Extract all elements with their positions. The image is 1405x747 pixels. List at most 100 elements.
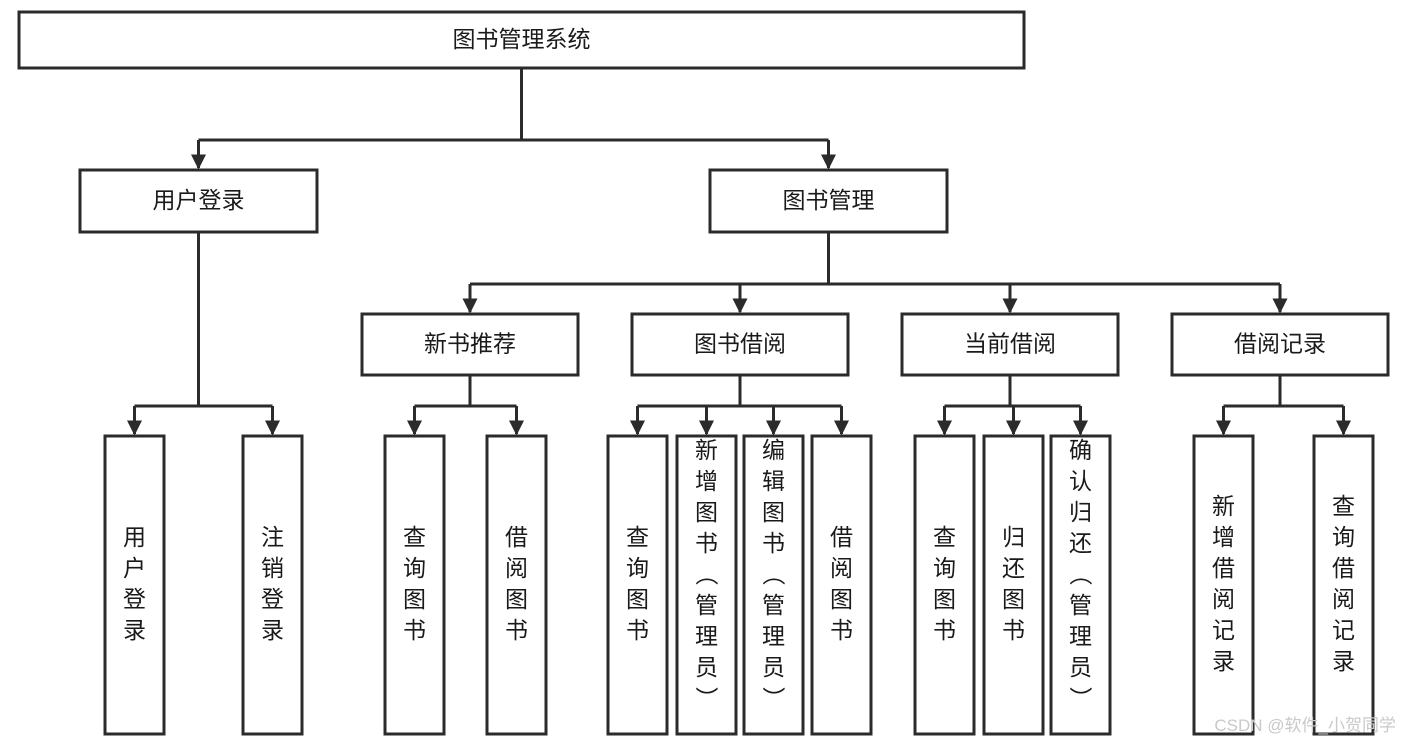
node-current-borrow[interactable]: 当前借阅 <box>900 312 1120 377</box>
leaf-box-leaf-borrow-book-2 <box>810 434 873 736</box>
leaf-char: ） <box>761 687 787 710</box>
edge-group-book-borrow <box>630 375 849 436</box>
node-box-new-book-recommend <box>360 312 580 377</box>
node-box-current-borrow <box>900 312 1120 377</box>
leaf-char: 借 <box>1212 555 1235 581</box>
leaf-char: 查 <box>933 524 956 550</box>
node-label-book-manage: 图书管理 <box>783 187 875 213</box>
leaf-char: 增 <box>1212 524 1235 550</box>
leaf-char: 询 <box>403 555 426 581</box>
leaf-char: 录 <box>1332 648 1355 674</box>
leaf-char: 增 <box>695 468 718 494</box>
edge-group-root <box>191 68 836 170</box>
leaf-char: 书 <box>933 617 956 643</box>
leaf-char: 确 <box>1069 437 1092 463</box>
leaf-node-leaf-user-login[interactable]: 用户登录 <box>103 434 166 736</box>
leaf-char: 阅 <box>1332 586 1355 612</box>
leaf-char: 编 <box>762 437 785 463</box>
leaf-char: 录 <box>123 617 146 643</box>
leaf-box-leaf-query-record <box>1312 434 1375 736</box>
leaf-char: 用 <box>123 524 146 550</box>
leaf-char: 书 <box>1002 617 1025 643</box>
node-book-borrow[interactable]: 图书借阅 <box>630 312 850 377</box>
leaf-char: 借 <box>1332 555 1355 581</box>
leaf-char: 借 <box>830 524 853 550</box>
node-box-borrow-record <box>1170 312 1390 377</box>
node-label-current-borrow: 当前借阅 <box>964 331 1056 357</box>
edge-group-book-manage <box>462 232 1288 314</box>
leaf-char: 新 <box>695 437 718 463</box>
node-label-book-borrow: 图书借阅 <box>694 331 786 357</box>
leaf-char: （ <box>1068 563 1094 586</box>
node-label-new-book-recommend: 新书推荐 <box>424 331 516 357</box>
node-root[interactable]: 图书管理系统 <box>17 10 1026 70</box>
leaf-char: 阅 <box>505 555 528 581</box>
leaf-char: 认 <box>1069 468 1092 494</box>
csdn-watermark: CSDN @软件_小贺同学 <box>1214 716 1396 735</box>
leaf-char: 录 <box>1212 648 1235 674</box>
node-label-root: 图书管理系统 <box>453 26 591 52</box>
leaf-char: 登 <box>261 586 284 612</box>
leaf-char: 录 <box>261 617 284 643</box>
leaf-box-leaf-user-login <box>103 434 166 736</box>
leaf-char: 还 <box>1069 530 1092 556</box>
leaf-box-leaf-return-book <box>982 434 1045 736</box>
leaf-char: 书 <box>626 617 649 643</box>
edge-group-borrow-record <box>1216 375 1351 436</box>
leaf-char: 归 <box>1002 524 1025 550</box>
leaf-char: 借 <box>505 524 528 550</box>
leaf-char: 询 <box>626 555 649 581</box>
leaf-char: 图 <box>762 499 785 525</box>
leaf-box-leaf-query-book-1 <box>383 434 446 736</box>
leaf-char: ） <box>694 687 720 710</box>
leaf-char: 新 <box>1212 493 1235 519</box>
leaf-char: 询 <box>933 555 956 581</box>
node-box-book-borrow <box>630 312 850 377</box>
node-user-login[interactable]: 用户登录 <box>78 168 319 234</box>
leaf-char: 员 <box>762 654 785 680</box>
node-box-user-login <box>78 168 319 234</box>
leaf-char: 管 <box>695 592 718 618</box>
leaf-box-leaf-edit-book <box>742 434 805 736</box>
leaf-char: 户 <box>123 555 146 581</box>
leaf-box-leaf-add-record <box>1192 434 1255 736</box>
node-new-book-recommend[interactable]: 新书推荐 <box>360 312 580 377</box>
node-label-borrow-record: 借阅记录 <box>1234 331 1326 357</box>
leaf-char: 理 <box>762 623 785 649</box>
leaf-box-leaf-borrow-book-1 <box>485 434 548 736</box>
nodes-layer: 图书管理系统用户登录图书管理新书推荐图书借阅当前借阅借阅记录用户登录注销登录查询… <box>17 10 1390 736</box>
node-borrow-record[interactable]: 借阅记录 <box>1170 312 1390 377</box>
leaf-char: 查 <box>1332 493 1355 519</box>
leaf-char: 图 <box>933 586 956 612</box>
leaf-char: 记 <box>1332 617 1355 643</box>
leaf-char: 还 <box>1002 555 1025 581</box>
leaf-char: 员 <box>695 654 718 680</box>
leaf-char: （ <box>761 563 787 586</box>
leaf-char: 询 <box>1332 524 1355 550</box>
leaf-char: 销 <box>261 555 284 581</box>
leaf-char: 辑 <box>762 468 785 494</box>
leaf-box-leaf-add-book <box>675 434 738 736</box>
leaf-box-leaf-query-book-2 <box>606 434 669 736</box>
leaf-char: 书 <box>830 617 853 643</box>
leaf-char: 图 <box>830 586 853 612</box>
node-label-user-login: 用户登录 <box>153 187 245 213</box>
leaf-char: 注 <box>261 524 284 550</box>
node-book-manage[interactable]: 图书管理 <box>708 168 949 234</box>
leaf-char: 书 <box>762 530 785 556</box>
node-box-book-manage <box>708 168 949 234</box>
